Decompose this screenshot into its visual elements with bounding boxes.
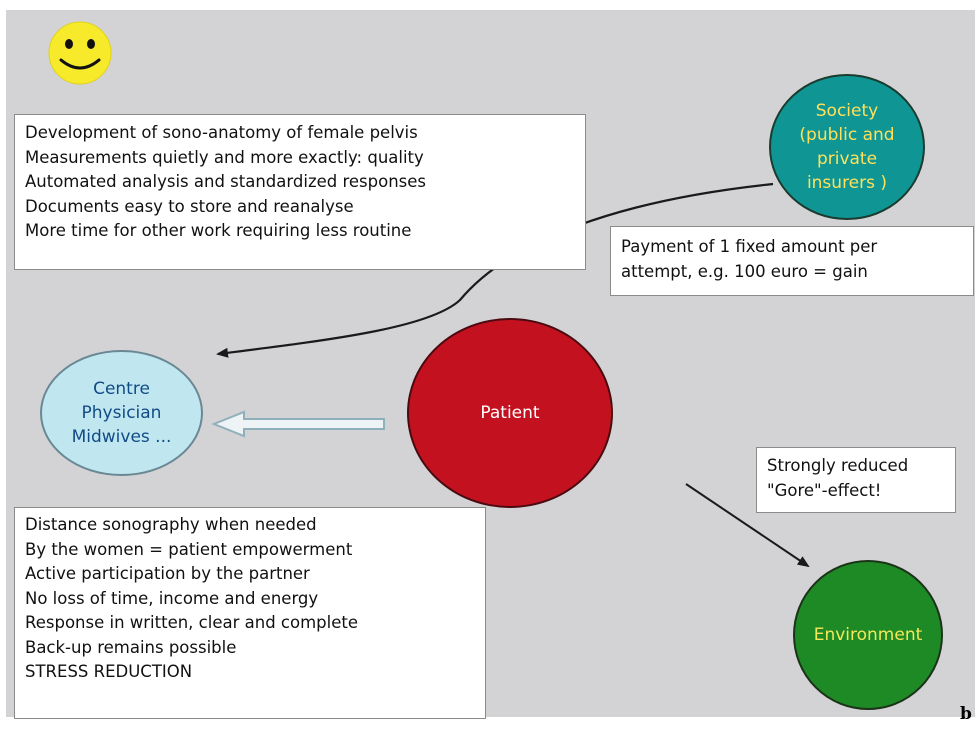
benefit-line: Documents easy to store and reanalyse: [25, 196, 354, 216]
benefit-line: Automated analysis and standardized resp…: [25, 172, 427, 191]
payment-line: attempt, e.g. 100 euro = gain: [621, 261, 868, 281]
patient-benefit-line: No loss of time, income and energy: [25, 588, 319, 608]
centre-line: Centre: [93, 379, 150, 399]
environment-node: Environment: [793, 560, 943, 710]
environment-label: Environment: [813, 625, 923, 645]
society-line: (public and: [799, 125, 895, 145]
patient-benefit-line: Distance sonography when needed: [25, 515, 317, 534]
patient-label: Patient: [480, 403, 540, 423]
society-node: Society (public and private insurers ): [769, 74, 925, 220]
centre-line: Physician: [81, 403, 162, 423]
gore-line: "Gore"-effect!: [767, 480, 882, 500]
patient-benefit-line: Back-up remains possible: [25, 637, 237, 657]
gore-line: Strongly reduced: [767, 456, 909, 475]
benefit-line: Development of sono-anatomy of female pe…: [25, 123, 418, 142]
benefit-line: More time for other work requiring less …: [25, 221, 412, 240]
patient-benefits-box: Distance sonography when needed By the w…: [14, 507, 486, 719]
gore-effect-box: Strongly reduced "Gore"-effect!: [756, 447, 956, 513]
benefit-line: Measurements quietly and more exactly: q…: [25, 147, 424, 167]
society-line: private: [816, 149, 878, 169]
panel-letter: b: [960, 704, 972, 724]
centre-node: Centre Physician Midwives ...: [40, 350, 203, 476]
patient-benefit-line: Response in written, clear and complete: [25, 613, 358, 632]
payment-line: Payment of 1 fixed amount per: [621, 237, 878, 256]
smiley-face-icon: [48, 21, 112, 85]
payment-box: Payment of 1 fixed amount per attempt, e…: [610, 226, 974, 296]
society-line: Society: [815, 101, 879, 121]
centre-benefits-box: Development of sono-anatomy of female pe…: [14, 114, 586, 270]
centre-node-text: Centre Physician Midwives ...: [72, 377, 172, 449]
patient-benefit-line: STRESS REDUCTION: [25, 662, 193, 681]
patient-to-environment-arrow: [685, 483, 810, 568]
centre-line: Midwives ...: [71, 427, 172, 447]
patient-benefit-line: By the women = patient empowerment: [25, 539, 353, 559]
society-to-centre-arrow: [216, 182, 774, 358]
patient-node: Patient: [407, 318, 613, 508]
patient-benefit-line: Active participation by the partner: [25, 564, 310, 583]
patient-to-centre-arrow: [211, 410, 385, 438]
society-node-text: Society (public and private insurers ): [799, 99, 894, 195]
society-line: insurers ): [806, 173, 888, 193]
